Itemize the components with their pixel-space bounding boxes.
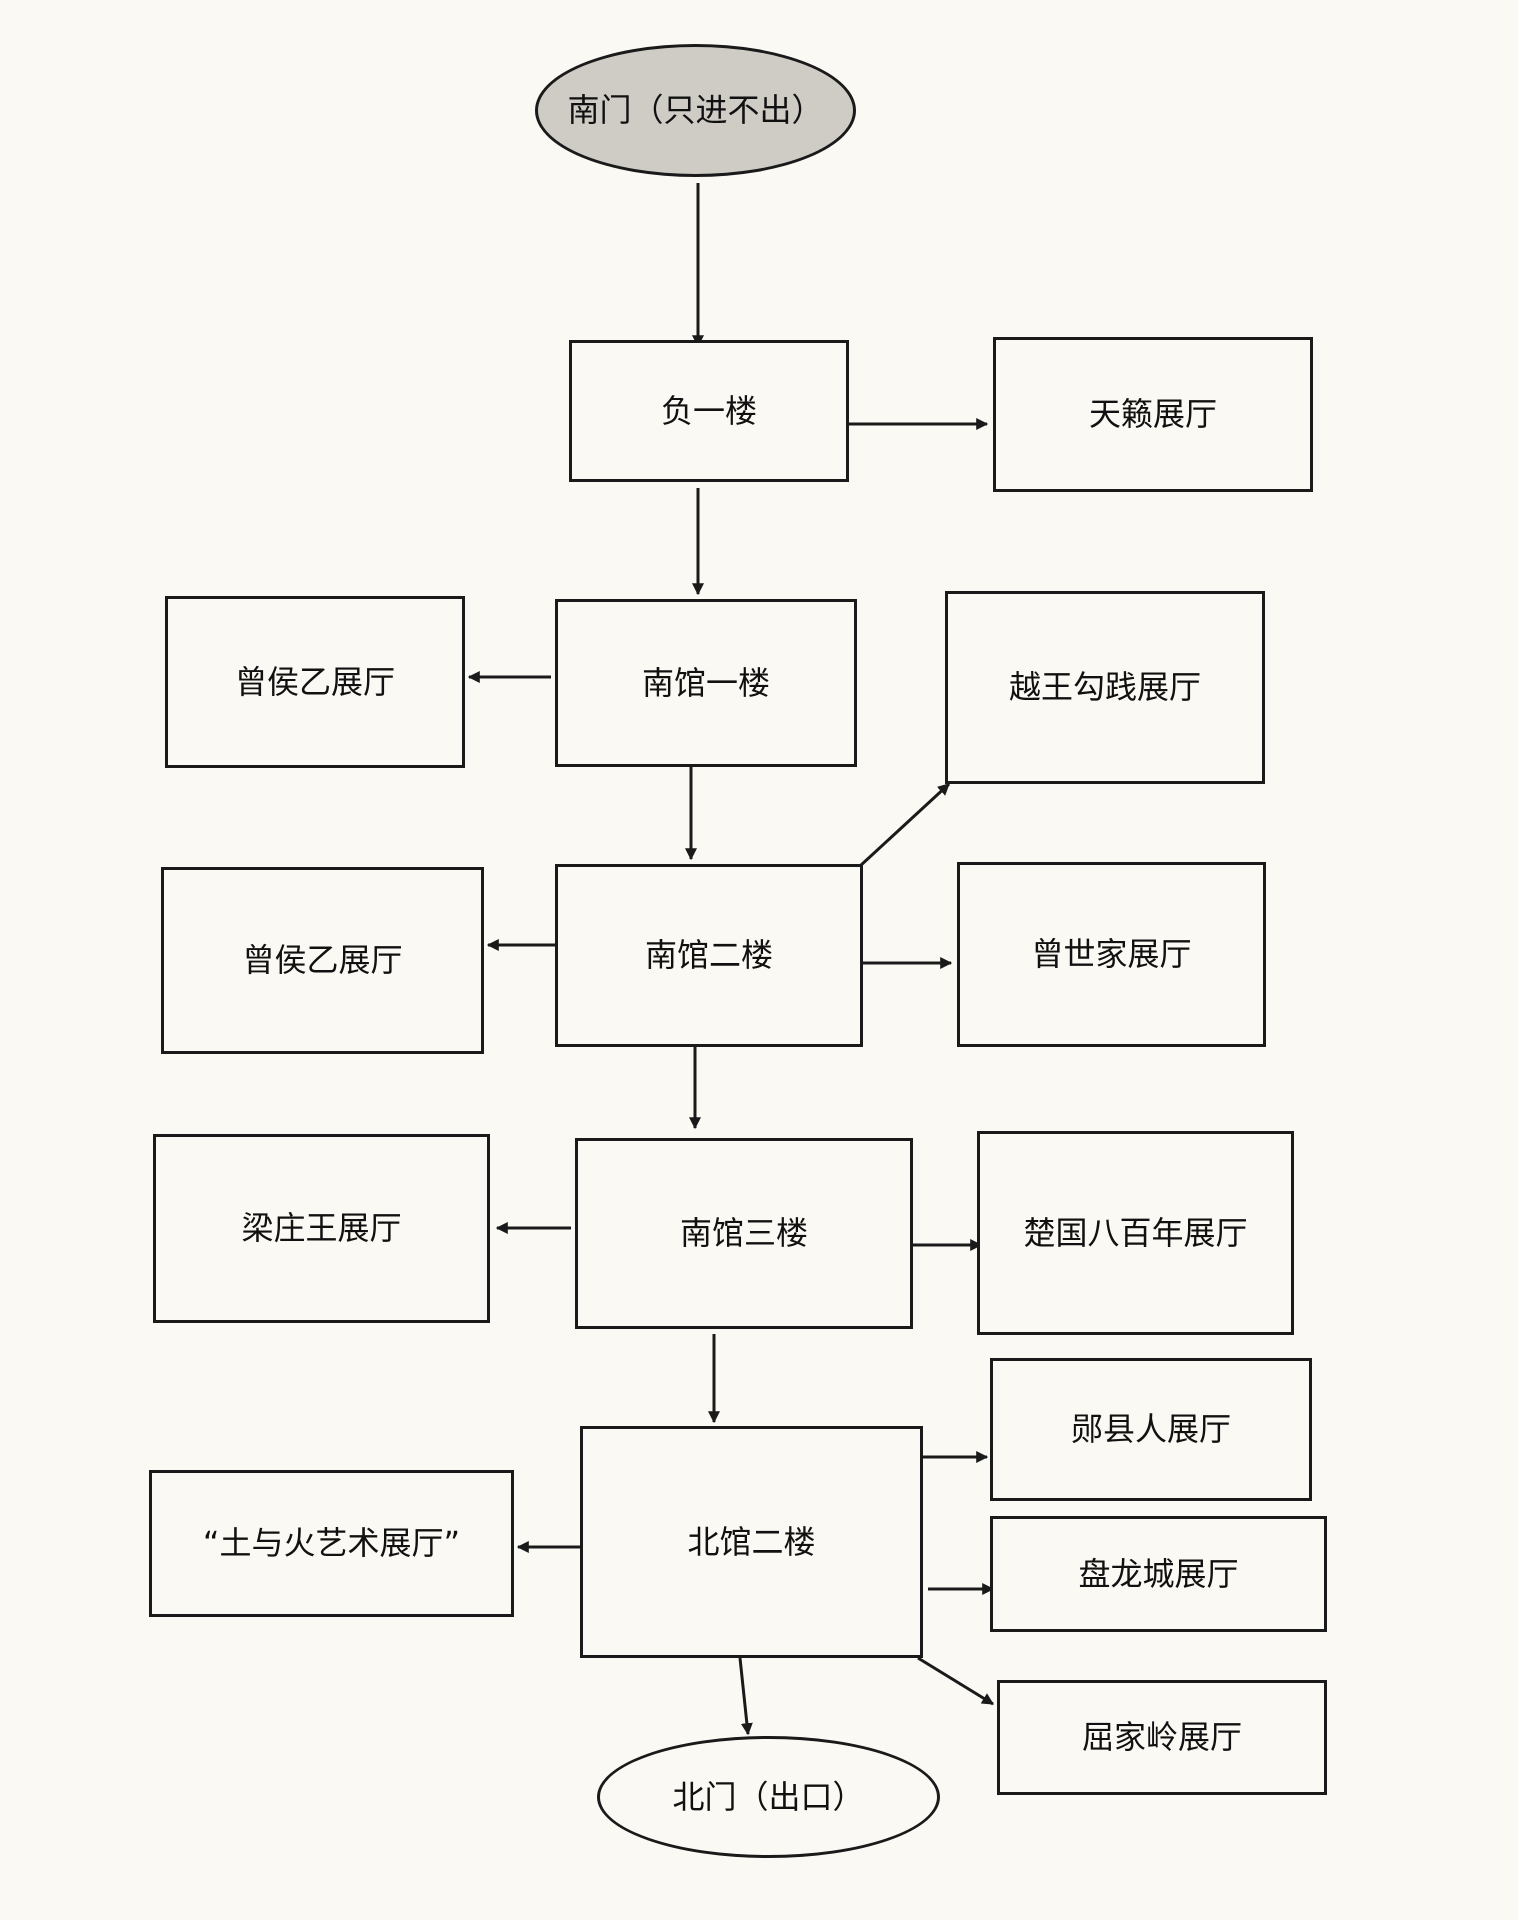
zeng-shijia-hall-node: 曾世家展厅 [957,862,1266,1047]
panlong-hall-label: 盘龙城展厅 [1078,1554,1239,1593]
tuyuhuo-hall-label: “土与火艺术展厅” [202,1524,461,1563]
chu-hall-label: 楚国八百年展厅 [1023,1213,1248,1252]
south-3f-label: 南馆三楼 [679,1214,808,1253]
south-gate-label: 南门（只进不出） [567,91,824,130]
north-gate-label: 北门（出口） [672,1777,865,1816]
south-1f-label: 南馆一楼 [641,663,770,702]
south-3f-node: 南馆三楼 [575,1138,913,1329]
zenghouyi-hall-node-2: 曾侯乙展厅 [161,867,484,1054]
south-2f-label: 南馆二楼 [644,936,773,975]
goujian-hall-node: 越王勾践展厅 [945,591,1265,784]
south-1f-node: 南馆一楼 [555,599,857,767]
b1-label: 负一楼 [660,391,757,430]
north-2f-node: 北馆二楼 [580,1426,923,1658]
panlong-hall-node: 盘龙城展厅 [990,1516,1327,1632]
zenghouyi-hall-node-1: 曾侯乙展厅 [165,596,465,768]
north-gate-node: 北门（出口） [597,1736,940,1858]
yunxian-hall-node: 郧县人展厅 [990,1358,1312,1501]
arrow-north2f-to-northgate [738,1657,753,1736]
zenghouyi-hall-label-1: 曾侯乙展厅 [234,662,395,701]
qujialing-hall-label: 屈家岭展厅 [1081,1718,1242,1757]
tianlai-hall-label: 天籁展厅 [1088,395,1217,434]
tianlai-hall-node: 天籁展厅 [993,337,1313,492]
chu-hall-node: 楚国八百年展厅 [977,1131,1294,1335]
goujian-hall-label: 越王勾践展厅 [1008,668,1201,707]
south-gate-node: 南门（只进不出） [535,44,856,177]
liangzhuang-hall-label: 梁庄王展厅 [241,1209,402,1248]
qujialing-hall-node: 屈家岭展厅 [997,1680,1327,1795]
yunxian-hall-label: 郧县人展厅 [1070,1410,1231,1449]
tuyuhuo-hall-node: “土与火艺术展厅” [149,1470,514,1617]
liangzhuang-hall-node: 梁庄王展厅 [153,1134,490,1323]
zeng-shijia-hall-label: 曾世家展厅 [1031,935,1192,974]
arrow-north2f-to-qujialing [917,1656,995,1706]
zenghouyi-hall-label-2: 曾侯乙展厅 [242,941,403,980]
b1-node: 负一楼 [569,340,849,482]
south-2f-node: 南馆二楼 [555,864,863,1047]
north-2f-label: 北馆二楼 [687,1522,816,1561]
arrow-south2f-to-goujian [858,782,951,868]
